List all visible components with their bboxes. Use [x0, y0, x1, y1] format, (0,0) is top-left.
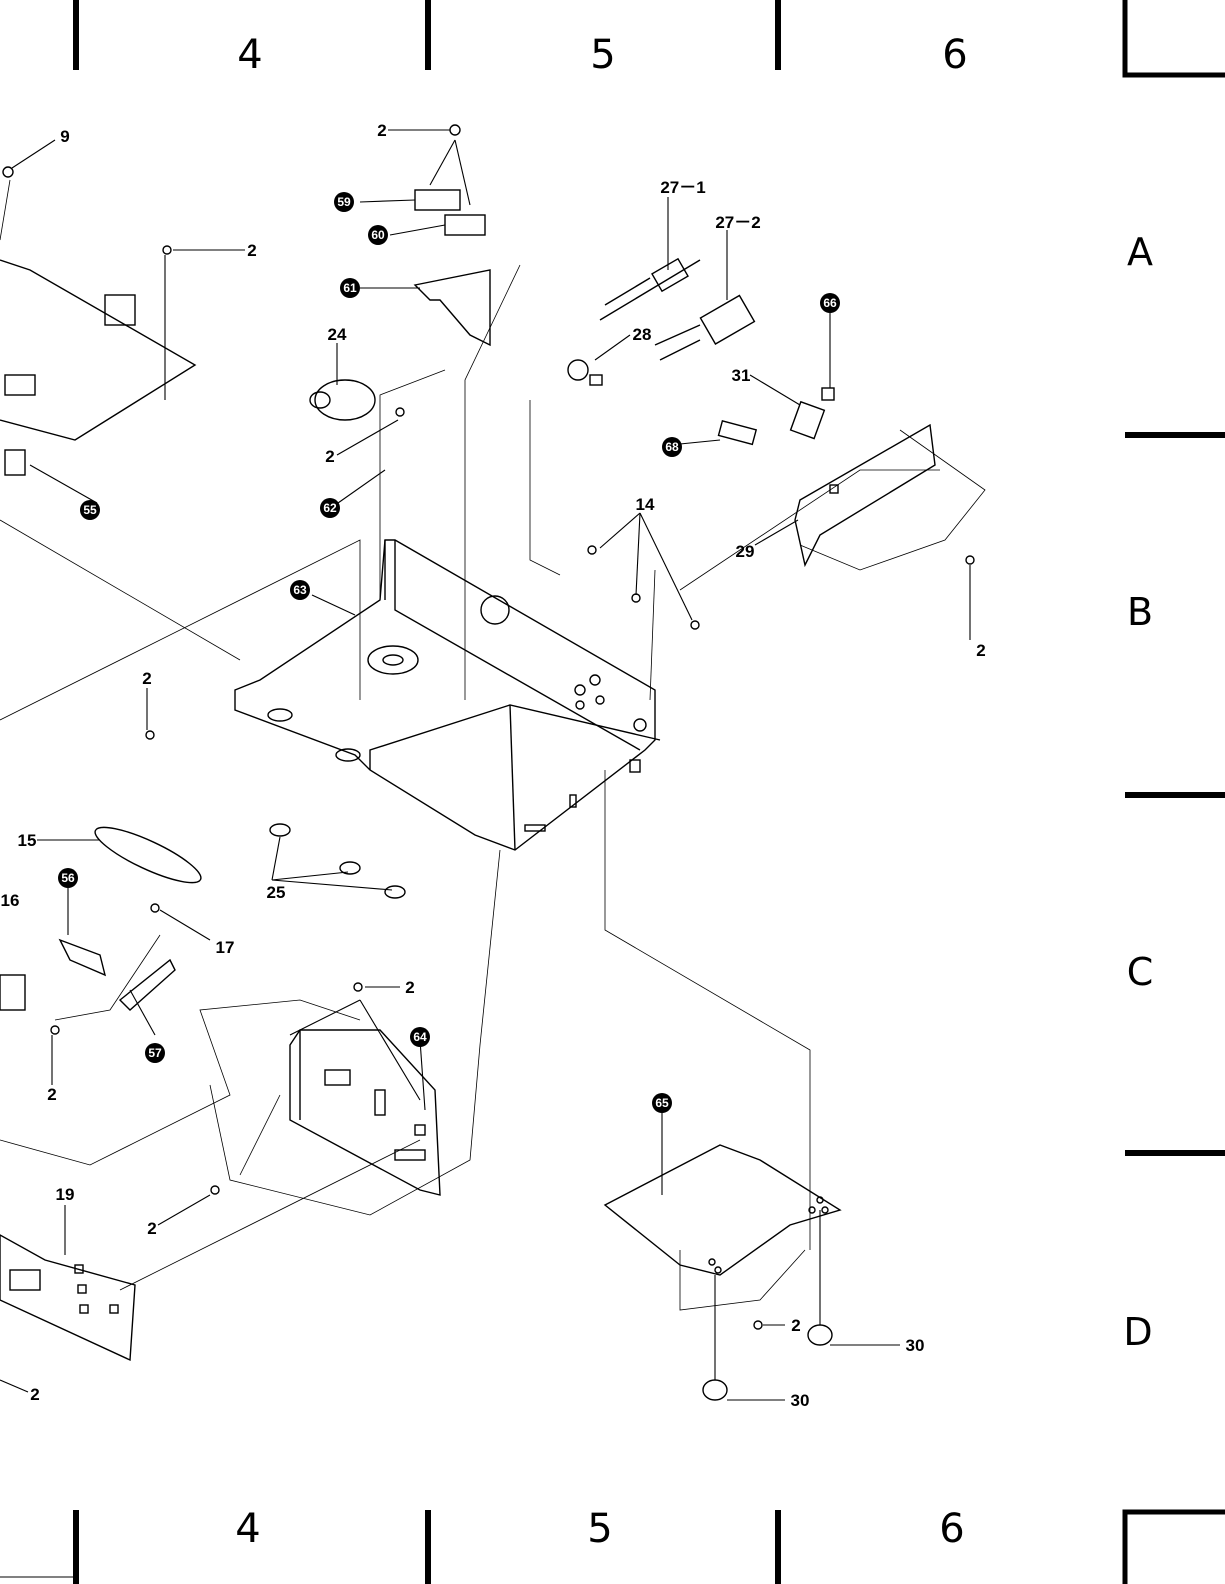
part-16 — [0, 975, 25, 1010]
label-25: 25 — [267, 883, 286, 902]
power-cord-27-2 — [655, 296, 754, 360]
col-label-bottom-5: 5 — [587, 1506, 612, 1552]
row-label-A: A — [1127, 230, 1153, 274]
badge-55: 55 — [80, 500, 100, 520]
label-15: 15 — [18, 831, 37, 850]
label-2-lower-left: 2 — [47, 1085, 56, 1104]
label-2-bottom-left: 2 — [147, 1219, 156, 1238]
col-label-top-4: 4 — [237, 32, 262, 78]
svg-text:57: 57 — [148, 1046, 162, 1060]
badge-62: 62 — [320, 498, 340, 518]
leader-lines — [0, 130, 970, 1400]
label-2-right: 2 — [976, 641, 985, 660]
svg-text:61: 61 — [343, 281, 357, 295]
label-2-upper-left: 2 — [247, 241, 256, 260]
svg-text:59: 59 — [337, 195, 351, 209]
label-24: 24 — [328, 325, 347, 344]
svg-text:62: 62 — [323, 501, 337, 515]
label-2-top: 2 — [377, 121, 386, 140]
badge-61: 61 — [340, 278, 360, 298]
badge-64: 64 — [410, 1027, 430, 1047]
feet — [270, 824, 405, 898]
col-label-top-6: 6 — [942, 32, 967, 78]
label-9: 9 — [60, 127, 69, 146]
connector-31 — [791, 402, 825, 439]
top-left-pcb — [0, 260, 195, 475]
badge-68: 68 — [662, 437, 682, 457]
svg-text:66: 66 — [823, 296, 837, 310]
label-29: 29 — [736, 542, 755, 561]
svg-text:64: 64 — [413, 1030, 427, 1044]
belt — [90, 818, 207, 892]
bottom-pcb — [605, 1145, 840, 1275]
svg-text:55: 55 — [83, 503, 97, 517]
badge-66: 66 — [820, 293, 840, 313]
badge-57: 57 — [145, 1043, 165, 1063]
badge-60: 60 — [368, 225, 388, 245]
part-24 — [310, 380, 375, 420]
connector-68 — [719, 421, 757, 445]
bracket-56-57 — [60, 940, 175, 1010]
connector-66 — [822, 388, 834, 400]
label-31: 31 — [732, 366, 751, 385]
label-27-2: 27－2 — [715, 213, 760, 232]
front-pcb — [0, 1235, 135, 1360]
bracket-plate — [290, 1030, 440, 1195]
label-30-right: 30 — [906, 1336, 925, 1355]
label-28: 28 — [633, 325, 652, 344]
side-pcb — [795, 425, 935, 565]
bracket-61 — [415, 270, 490, 345]
col-label-top-5: 5 — [590, 32, 615, 78]
label-2-bottom: 2 — [791, 1316, 800, 1335]
label-27-1: 27－1 — [660, 178, 705, 197]
label-2-left: 2 — [142, 669, 151, 688]
svg-text:68: 68 — [665, 440, 679, 454]
badge-63: 63 — [290, 580, 310, 600]
label-2-corner: 2 — [30, 1385, 39, 1404]
part-28 — [568, 360, 602, 385]
svg-text:60: 60 — [371, 228, 385, 242]
badge-65: 65 — [652, 1093, 672, 1113]
col-label-bottom-6: 6 — [939, 1506, 964, 1552]
row-label-D: D — [1123, 1310, 1152, 1354]
row-label-C: C — [1127, 950, 1154, 994]
svg-text:63: 63 — [293, 583, 307, 597]
foot-30 — [703, 1325, 832, 1400]
col-label-bottom-4: 4 — [235, 1506, 260, 1552]
label-16: 16 — [1, 891, 20, 910]
power-cord-27-1 — [600, 259, 700, 320]
svg-text:65: 65 — [655, 1096, 669, 1110]
row-label-B: B — [1127, 590, 1153, 634]
label-30-left: 30 — [791, 1391, 810, 1410]
label-19: 19 — [56, 1185, 75, 1204]
badge-59: 59 — [334, 192, 354, 212]
label-14: 14 — [636, 495, 655, 514]
svg-text:56: 56 — [61, 871, 75, 885]
label-2-center: 2 — [405, 978, 414, 997]
assembly-lines — [0, 180, 985, 1310]
badge-56: 56 — [58, 868, 78, 888]
label-2-mid: 2 — [325, 447, 334, 466]
label-17: 17 — [216, 938, 235, 957]
